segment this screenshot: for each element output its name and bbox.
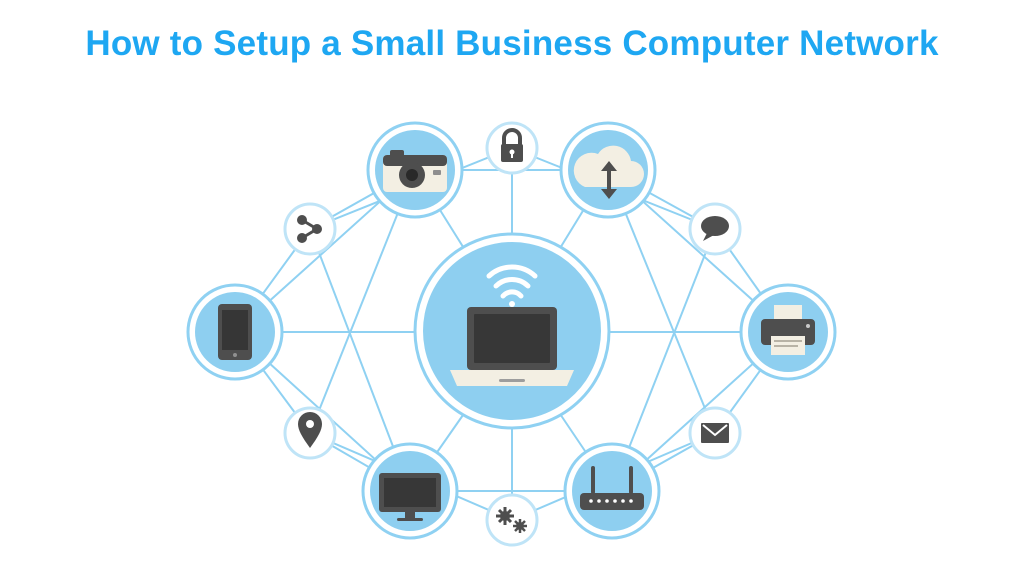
cloud-transfer-icon [573, 145, 644, 199]
laptop-icon [450, 307, 574, 386]
tablet-node [186, 283, 284, 381]
share-icon [297, 215, 322, 243]
speech-node [688, 202, 742, 256]
printer-node [739, 283, 837, 381]
share-node [283, 202, 337, 256]
speech-bubble-icon [701, 216, 729, 241]
gears-node [485, 493, 539, 547]
camera-icon [383, 150, 447, 192]
lock-node [485, 121, 539, 175]
location-pin-icon [298, 412, 322, 448]
location-node [283, 406, 337, 460]
mail-node [688, 406, 742, 460]
tablet-icon [218, 304, 252, 360]
monitor-node [361, 442, 459, 540]
camera-node [366, 121, 464, 219]
central-laptop-node [413, 232, 611, 430]
printer-icon [761, 305, 815, 355]
cloud-node [559, 121, 657, 219]
gears-icon [496, 507, 527, 533]
monitor-icon [379, 473, 441, 521]
lock-icon [501, 128, 523, 162]
wifi-icon [486, 264, 538, 307]
mail-icon [701, 423, 729, 443]
page-title: How to Setup a Small Business Computer N… [85, 24, 939, 63]
router-icon [580, 466, 644, 510]
router-node [563, 442, 661, 540]
